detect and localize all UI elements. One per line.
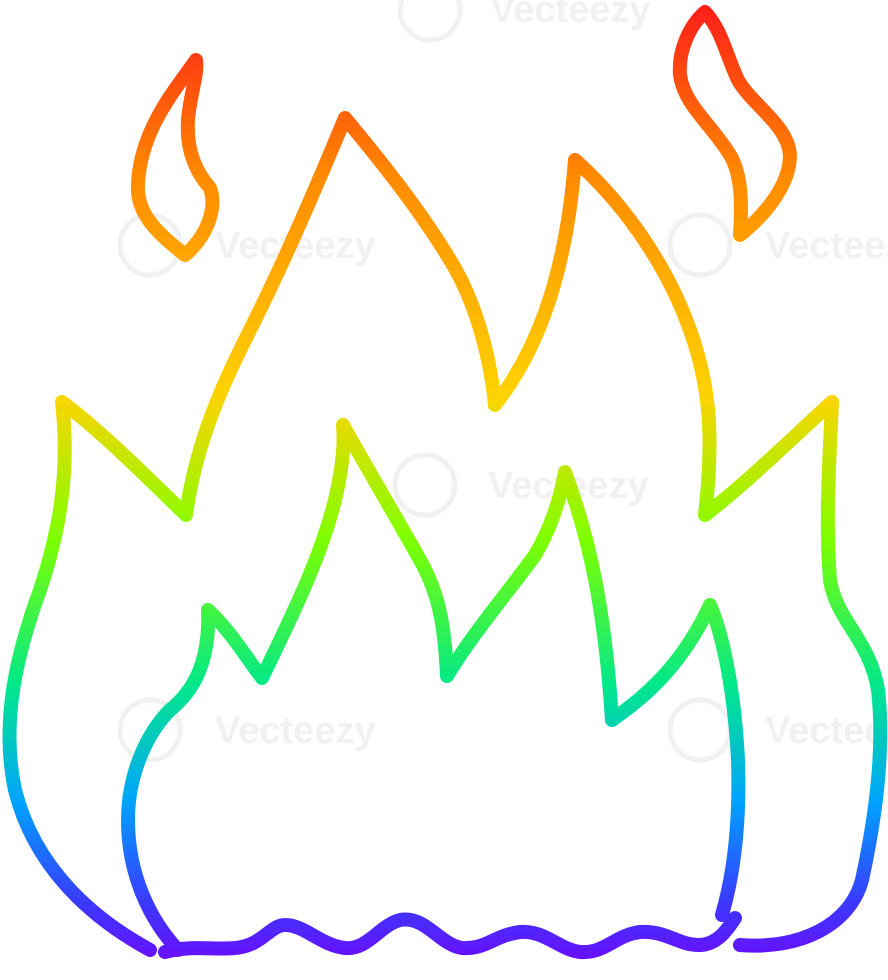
inner-flame (121, 418, 746, 957)
watermark-text: Vecteezy (765, 225, 888, 267)
spark-left (130, 53, 220, 262)
wavy-base (158, 911, 742, 960)
watermark-text: Vecteezy (765, 710, 888, 752)
watermark-text: Vecteezy (215, 710, 376, 752)
watermark-layer: Vecteezy Vecteezy Vecteezy Vecteezy Vect… (117, 0, 888, 763)
watermark-text: Vecteezy (490, 0, 651, 31)
spark-right (672, 5, 797, 242)
outer-flame (2, 111, 888, 957)
